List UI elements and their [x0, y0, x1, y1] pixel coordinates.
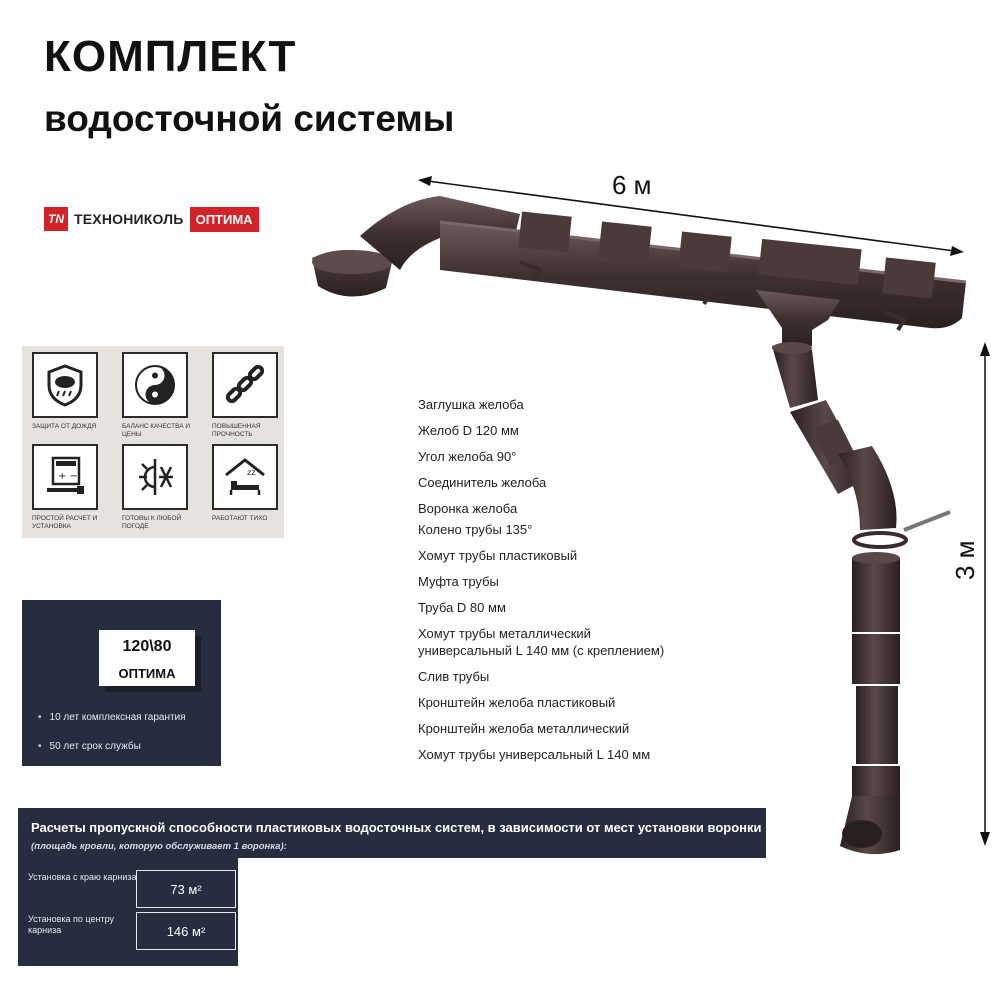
- feature-quiet: zz работают тихо: [206, 444, 288, 523]
- horizontal-dimension-label: 6 м: [612, 170, 652, 200]
- house-sleep-icon: zz: [212, 444, 278, 510]
- list-item: Кронштейн желоба металлический: [418, 721, 630, 736]
- brand-name: ТЕХНОНИКОЛЬ: [74, 211, 184, 227]
- svg-text:zz: zz: [247, 468, 255, 477]
- features-panel: защита от дождя баланс качества и цены п…: [22, 346, 284, 538]
- capacity-table: Установка с краю карниза 73 м² Установка…: [18, 858, 238, 966]
- list-item: Воронка желоба: [418, 501, 518, 516]
- yin-yang-icon: [122, 352, 188, 418]
- capacity-subtitle: (площадь кровли, которую обслуживает 1 в…: [31, 841, 287, 852]
- chain-icon: [212, 352, 278, 418]
- bullet-warranty: 10 лет комплексная гарантия: [38, 712, 186, 723]
- product-bullets: 10 лет комплексная гарантия 50 лет срок …: [38, 712, 186, 770]
- downpipe: [840, 552, 900, 855]
- gutter-funnel: [756, 290, 840, 346]
- feature-easy-install: + − простой расчет и установка: [26, 444, 108, 531]
- product-card: 120\80 ОПТИМА 10 лет комплексная гаранти…: [22, 600, 221, 766]
- downpipe-elbows: [772, 342, 897, 530]
- capacity-title: Расчеты пропускной способности пластиков…: [31, 820, 762, 835]
- vertical-dimension-label: 3 м: [950, 540, 980, 580]
- sun-snow-icon: [122, 444, 188, 510]
- page-subtitle: водосточной системы: [44, 98, 455, 139]
- table-row: Установка по центру карниза 146 м²: [18, 908, 238, 950]
- pipe-clamp: [852, 510, 951, 549]
- list-item: Желоб D 120 мм: [418, 423, 519, 438]
- list-item: Муфта трубы: [418, 574, 499, 589]
- feature-rain: защита от дождя: [26, 352, 108, 431]
- list-item: Колено трубы 135°: [418, 522, 533, 537]
- feature-strength: повышенная прочность: [206, 352, 288, 439]
- list-item: Слив трубы: [418, 669, 490, 684]
- product-name: ОПТИМА: [118, 666, 176, 681]
- list-item: Хомут трубы пластиковый: [418, 548, 578, 563]
- brand-logo-block: TN ТЕХНОНИКОЛЬ ОПТИМА: [44, 206, 259, 232]
- list-item: Заглушка желоба: [418, 397, 524, 412]
- table-row: Установка с краю карниза 73 м²: [18, 866, 238, 908]
- list-item: Кронштейн желоба пластиковый: [418, 695, 616, 710]
- page-title: КОМПЛЕКТ: [44, 32, 297, 81]
- feature-balance: баланс качества и цены: [116, 352, 198, 439]
- list-item: Хомут трубы металлический универсальный …: [418, 626, 665, 658]
- product-label: 120\80 ОПТИМА: [99, 630, 195, 686]
- list-item: Соединитель желоба: [418, 475, 547, 490]
- components-list: Заглушка желоба Желоб D 120 мм Угол жело…: [418, 396, 664, 772]
- gutter-run: [439, 211, 967, 332]
- svg-text:+ −: + −: [58, 471, 78, 482]
- list-item: Хомут трубы универсальный L 140 мм: [418, 747, 651, 762]
- brand-logo-icon: TN: [44, 207, 68, 231]
- bullet-lifetime: 50 лет срок службы: [38, 741, 186, 752]
- list-item: Труба D 80 мм: [418, 600, 506, 615]
- horizontal-dimension-arrow: [418, 176, 964, 256]
- rain-shield-icon: [32, 352, 98, 418]
- brand-badge: ОПТИМА: [189, 206, 259, 232]
- calculator-icon: + −: [32, 444, 98, 510]
- vertical-dimension-arrow: [980, 342, 990, 846]
- gutter-end-cap: [312, 249, 392, 297]
- capacity-header: Расчеты пропускной способности пластиков…: [18, 808, 766, 858]
- product-size: 120\80: [122, 638, 172, 655]
- feature-weather: готовы к любой погоде: [116, 444, 198, 531]
- list-item: Угол желоба 90°: [418, 449, 517, 464]
